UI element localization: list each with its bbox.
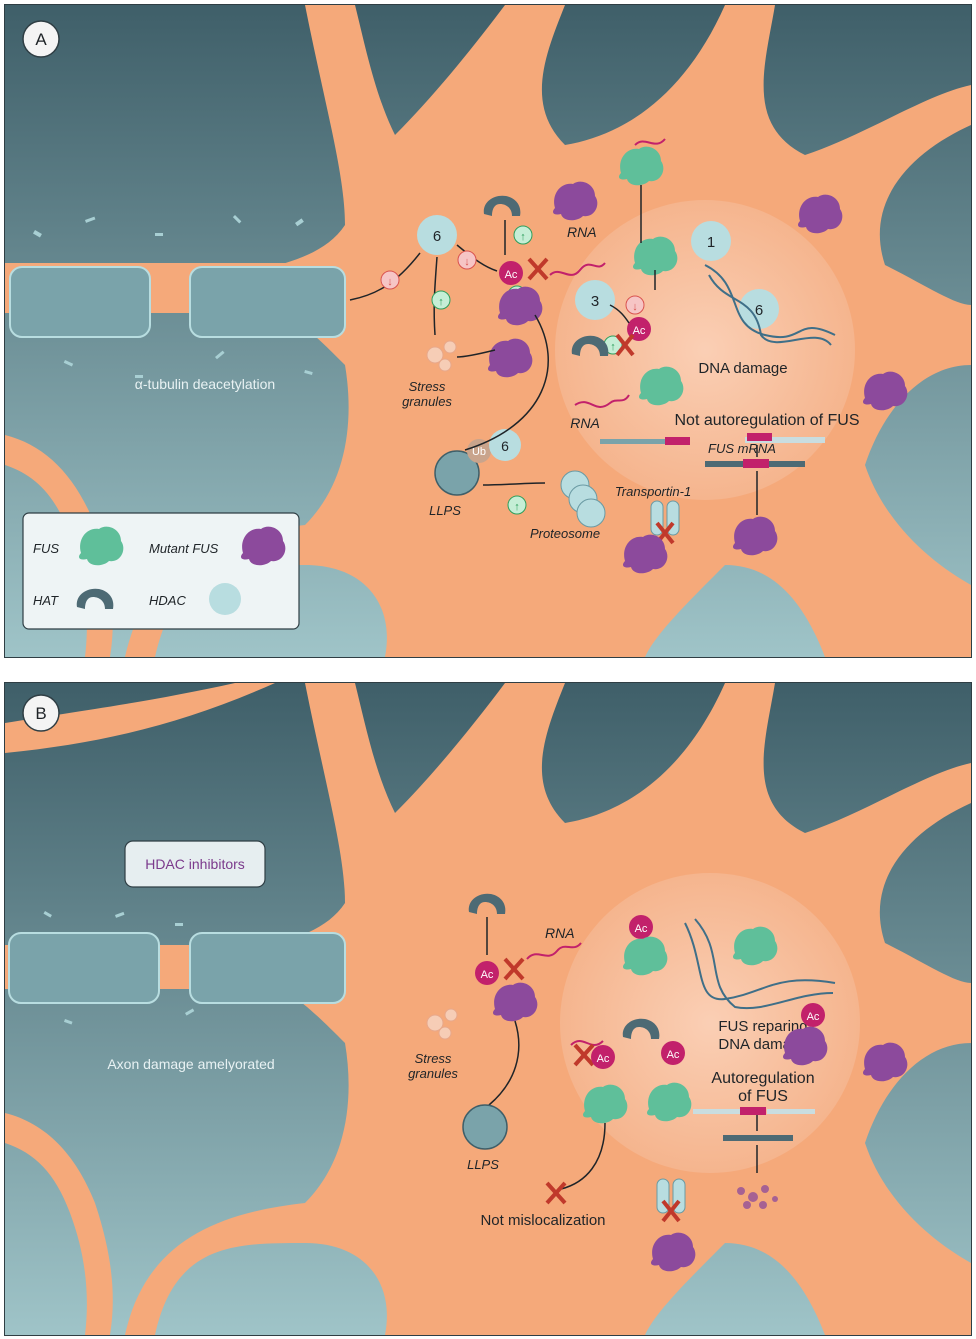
up-indicator-icon: ↑ — [507, 495, 527, 515]
panel-b-canvas: Axon damage amelyorated B HDAC inhibitor… — [5, 683, 971, 1335]
svg-text:6: 6 — [755, 302, 763, 319]
hdac-inhibitors-box: HDAC inhibitors — [124, 840, 266, 888]
axon — [5, 215, 350, 378]
hdac-icon: 6 — [417, 215, 457, 255]
up-indicator-icon: ↑ — [431, 290, 451, 310]
cross-icon — [573, 1043, 595, 1067]
legend-mutant-fus-label: Mutant FUS — [149, 541, 219, 556]
acetyl-mark: Ac — [591, 1045, 615, 1069]
cross-icon — [545, 1181, 567, 1205]
svg-text:Ub: Ub — [472, 446, 486, 458]
svg-text:3: 3 — [591, 293, 599, 310]
not-mislocalization-label: Not mislocalization — [480, 1212, 605, 1229]
rna-strand — [526, 942, 582, 960]
acetyl-mark: Ac — [661, 1041, 685, 1065]
stress-granules — [426, 340, 457, 372]
fus-mrna-label: FUS mRNA — [708, 441, 776, 456]
down-indicator-icon: ↓ — [380, 270, 400, 290]
rna-strand — [574, 394, 630, 408]
microtubule-segment — [189, 266, 346, 338]
svg-text:Ac: Ac — [667, 1049, 680, 1061]
degraded-fus-icon — [737, 1185, 778, 1209]
cross-icon — [661, 1199, 681, 1223]
svg-text:6: 6 — [433, 228, 441, 245]
svg-text:Ac: Ac — [481, 969, 494, 981]
panel-a: α-tubulin deacetylation A 6 ↓ ↓ ↑ ↑ ↑ ↓ … — [4, 4, 972, 658]
acetyl-mark: Ac — [629, 915, 653, 939]
svg-text:↑: ↑ — [520, 231, 526, 243]
svg-text:Ac: Ac — [597, 1053, 610, 1065]
legend: FUS Mutant FUS HAT HDAC — [22, 512, 300, 630]
svg-text:6: 6 — [501, 438, 509, 454]
cross-icon — [615, 333, 635, 357]
microtubule-segment — [189, 932, 346, 1004]
axon-caption: Axon damage amelyorated — [107, 1056, 274, 1072]
cross-icon — [503, 957, 525, 981]
svg-text:Ac: Ac — [633, 325, 646, 337]
proteosome-icon — [560, 470, 606, 528]
acetyl-mark: Ac — [499, 261, 523, 285]
panel-badge-a: A — [22, 20, 60, 58]
not-autoregulation-label: Not autoregulation of FUS — [675, 412, 860, 429]
stress-granules — [426, 1008, 458, 1040]
mrna-bar — [693, 1107, 815, 1141]
svg-text:HDAC inhibitors: HDAC inhibitors — [145, 856, 245, 872]
svg-text:↓: ↓ — [387, 276, 393, 288]
proteosome-label: Proteosome — [530, 526, 600, 541]
rna-label: RNA — [567, 224, 597, 240]
legend-hdac-label: HDAC — [149, 593, 186, 608]
hdac-icon: 3 — [575, 280, 615, 320]
acetyl-mark: Ac — [475, 961, 499, 985]
transportin-channel — [650, 500, 680, 536]
svg-text:A: A — [35, 30, 47, 49]
dna-damage-label: DNA damage — [698, 360, 787, 377]
microtubule-segment — [8, 932, 160, 1004]
svg-text:↓: ↓ — [632, 301, 638, 313]
acetyl-mark: Ac — [801, 1003, 825, 1027]
dna-helix — [704, 264, 836, 346]
llps-droplet: Ub — [434, 439, 491, 496]
hdac-icon: 1 — [691, 221, 731, 261]
rna-strand — [549, 262, 606, 276]
up-indicator-icon: ↑ — [513, 225, 533, 245]
axon — [5, 911, 350, 1025]
hdac-icon: 6 — [489, 429, 521, 461]
llps-label: LLPS — [467, 1157, 499, 1172]
rna-strand — [570, 1040, 604, 1046]
svg-text:↓: ↓ — [464, 256, 470, 268]
svg-text:Ac: Ac — [807, 1011, 820, 1023]
hdac-icon: 6 — [739, 289, 779, 329]
axon-caption: α-tubulin deacetylation — [135, 376, 275, 392]
legend-fus-label: FUS — [33, 541, 59, 556]
cross-icon — [527, 257, 549, 281]
llps-label: LLPS — [429, 503, 461, 518]
svg-text:B: B — [35, 704, 46, 723]
svg-text:Ac: Ac — [635, 923, 648, 935]
llps-droplet — [462, 1104, 508, 1150]
legend-hat-label: HAT — [33, 593, 59, 608]
nucleus — [555, 200, 855, 500]
panel-badge-b: B — [22, 694, 60, 732]
panel-b: Axon damage amelyorated B HDAC inhibitor… — [4, 682, 972, 1336]
rna-label: RNA — [545, 925, 575, 941]
svg-text:↑: ↑ — [514, 501, 520, 513]
svg-text:Ac: Ac — [505, 269, 518, 281]
microtubule-segment — [9, 266, 151, 338]
panel-a-canvas: α-tubulin deacetylation A 6 ↓ ↓ ↑ ↑ ↑ ↓ … — [5, 5, 971, 657]
rna-label: RNA — [570, 415, 600, 431]
svg-text:1: 1 — [707, 234, 715, 251]
neuron-cell — [5, 683, 971, 1335]
dna-helix — [684, 918, 836, 1010]
transportin-label: Transportin-1 — [615, 484, 691, 499]
hdac-legend-icon — [209, 583, 241, 615]
svg-text:↑: ↑ — [610, 341, 616, 353]
svg-text:↑: ↑ — [438, 296, 444, 308]
down-indicator-icon: ↓ — [457, 250, 477, 270]
mrna-bar — [600, 433, 825, 468]
down-indicator-icon: ↓ — [625, 295, 645, 315]
